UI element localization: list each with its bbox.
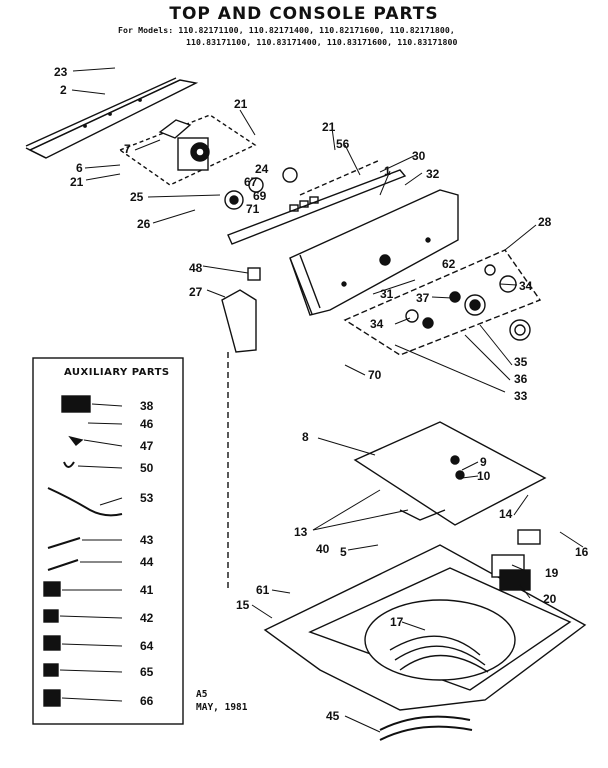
aux-part-41: 41 bbox=[140, 583, 154, 597]
main-top bbox=[353, 421, 547, 526]
callout-15: 15 bbox=[236, 598, 250, 612]
callout-70: 70 bbox=[368, 368, 382, 382]
callout-62: 62 bbox=[442, 257, 456, 271]
aux-part-64: 64 bbox=[140, 639, 154, 653]
callout-45: 45 bbox=[326, 709, 340, 723]
callout-36: 36 bbox=[514, 372, 528, 386]
console-rail bbox=[227, 159, 407, 245]
aux-part-42: 42 bbox=[140, 611, 154, 625]
models-line-1: For Models: 110.82171100, 110.82171400, … bbox=[118, 25, 455, 35]
callout-24: 24 bbox=[255, 162, 269, 176]
callout-33: 33 bbox=[514, 389, 528, 403]
back-panel bbox=[25, 77, 199, 159]
callout-21-a: 21 bbox=[234, 97, 248, 111]
aux-part-66: 66 bbox=[140, 694, 154, 708]
callout-32: 32 bbox=[426, 167, 440, 181]
callout-25: 25 bbox=[130, 190, 144, 204]
console-panel bbox=[289, 189, 459, 316]
lid-switch bbox=[491, 529, 541, 591]
auxiliary-parts-box bbox=[32, 357, 184, 725]
callout-21-c: 21 bbox=[322, 120, 336, 134]
callout-71: 71 bbox=[246, 202, 260, 216]
callout-21-b: 21 bbox=[70, 175, 84, 189]
aux-part-47: 47 bbox=[140, 439, 154, 453]
callout-69: 69 bbox=[253, 189, 267, 203]
callout-31: 31 bbox=[380, 287, 394, 301]
callout-48: 48 bbox=[189, 261, 203, 275]
aux-part-46: 46 bbox=[140, 417, 154, 431]
callout-6: 6 bbox=[76, 161, 83, 175]
callout-7: 7 bbox=[124, 142, 131, 156]
callout-1: 1 bbox=[384, 164, 391, 178]
callout-23: 23 bbox=[54, 65, 68, 79]
callout-67: 67 bbox=[244, 175, 258, 189]
callout-30: 30 bbox=[412, 149, 426, 163]
callout-14: 14 bbox=[499, 507, 513, 521]
callout-26: 26 bbox=[137, 217, 151, 231]
callout-labels: 23 2 21 7 6 21 25 26 24 67 69 71 21 56 3… bbox=[54, 65, 589, 723]
leader-lines bbox=[59, 67, 584, 733]
footer-code: A5 bbox=[196, 689, 208, 700]
callout-13: 13 bbox=[294, 525, 308, 539]
cabinet-top bbox=[263, 544, 587, 741]
callout-40: 40 bbox=[316, 542, 330, 556]
callout-17: 17 bbox=[390, 615, 404, 629]
callout-34-b: 34 bbox=[370, 317, 384, 331]
callout-9: 9 bbox=[480, 455, 487, 469]
aux-part-43: 43 bbox=[140, 533, 154, 547]
aux-part-44: 44 bbox=[140, 555, 154, 569]
callout-5: 5 bbox=[340, 545, 347, 559]
callout-19: 19 bbox=[545, 566, 559, 580]
callout-34-a: 34 bbox=[519, 279, 533, 293]
aux-part-53: 53 bbox=[140, 491, 154, 505]
aux-part-65: 65 bbox=[140, 665, 154, 679]
footer-date: MAY, 1981 bbox=[196, 702, 248, 713]
callout-20: 20 bbox=[543, 592, 557, 606]
callout-56: 56 bbox=[336, 137, 350, 151]
callout-8: 8 bbox=[302, 430, 309, 444]
models-line-2: 110.83171100, 110.83171400, 110.83171600… bbox=[186, 37, 458, 47]
aux-part-50: 50 bbox=[140, 461, 154, 475]
callout-27: 27 bbox=[189, 285, 203, 299]
callout-35: 35 bbox=[514, 355, 528, 369]
callout-2: 2 bbox=[60, 83, 67, 97]
callout-61: 61 bbox=[256, 583, 270, 597]
aux-part-38: 38 bbox=[140, 399, 154, 413]
timer-assembly bbox=[118, 114, 298, 210]
callout-37: 37 bbox=[416, 291, 430, 305]
auxiliary-parts-title: AUXILIARY PARTS bbox=[64, 367, 170, 378]
page-title: TOP AND CONSOLE PARTS bbox=[169, 4, 439, 24]
callout-10: 10 bbox=[477, 469, 491, 483]
callout-28: 28 bbox=[538, 215, 552, 229]
endcap bbox=[221, 267, 261, 590]
callout-16: 16 bbox=[575, 545, 589, 559]
